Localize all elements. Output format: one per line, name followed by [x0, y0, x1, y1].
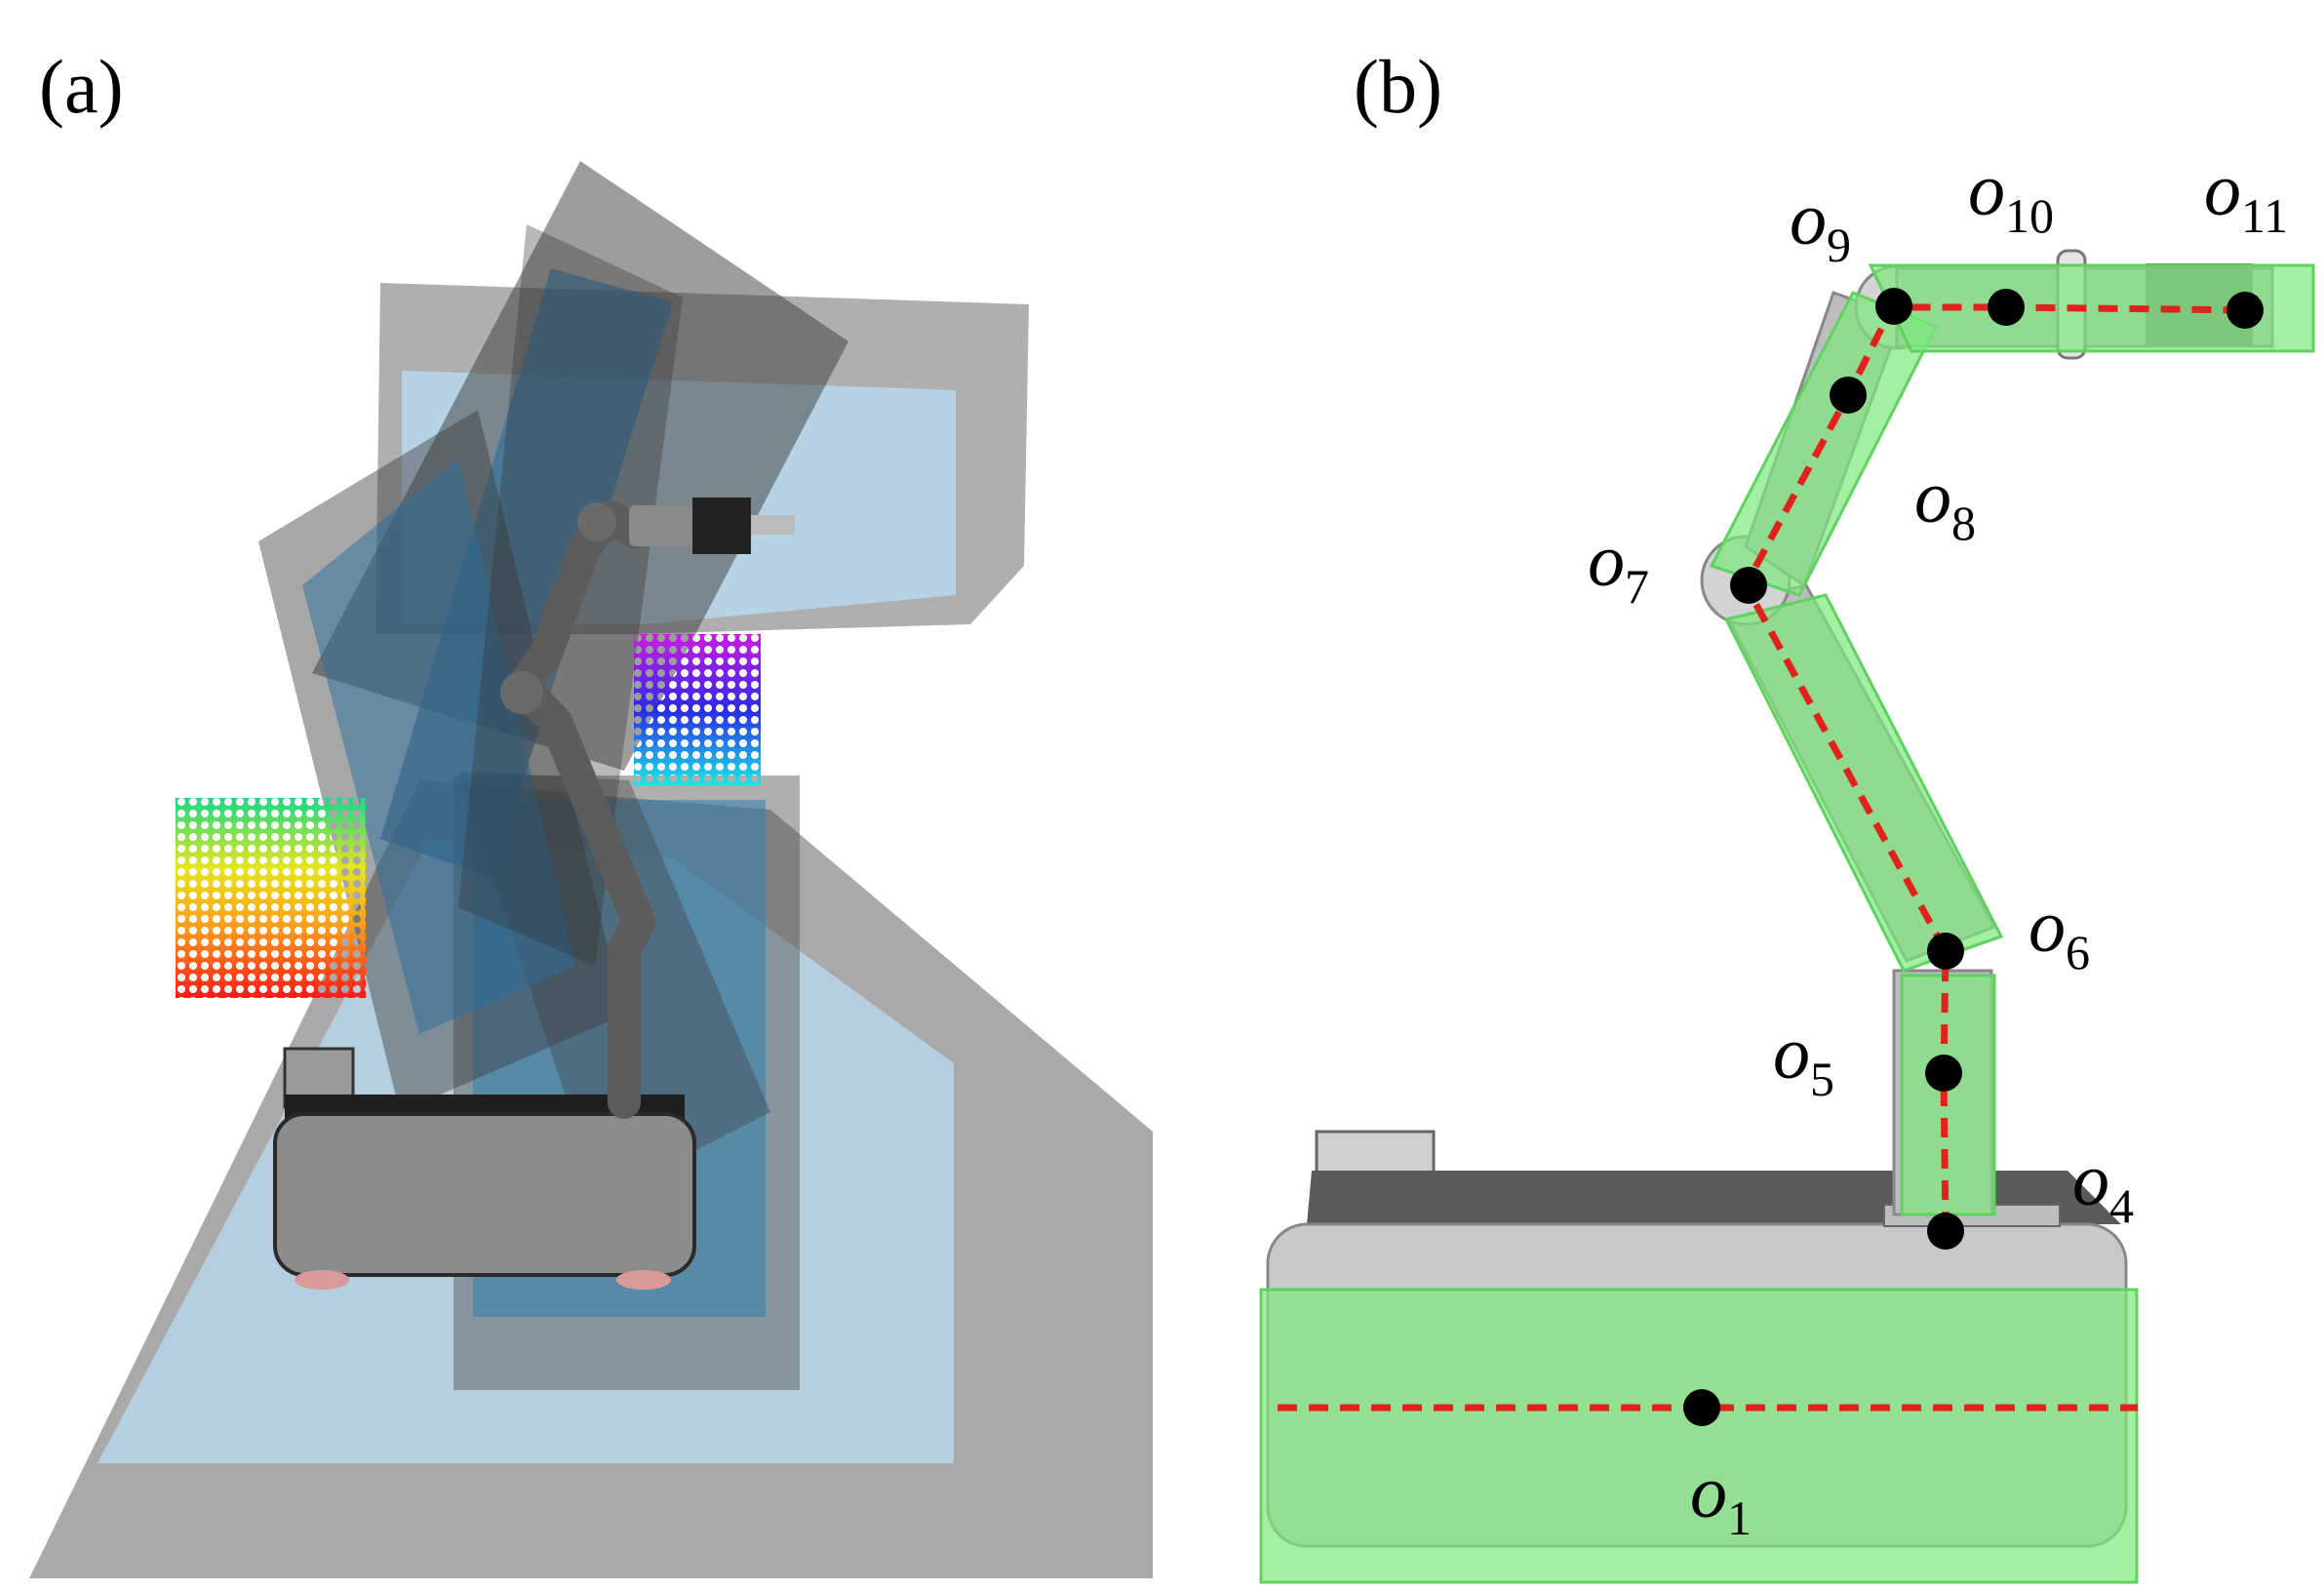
label-o5: o5 — [1773, 1013, 1834, 1106]
bounding-box-link-4-5 — [1900, 974, 1996, 1216]
label-o11: o11 — [2204, 149, 2288, 243]
bounding-box-base — [1259, 1288, 2139, 1584]
point-o10 — [1988, 289, 2025, 326]
label-o4: o4 — [2072, 1139, 2134, 1233]
label-o10: o10 — [1968, 149, 2054, 243]
center-points — [1683, 288, 2264, 1426]
point-o9 — [1875, 288, 1912, 325]
pointcloud-cube-left — [176, 798, 366, 998]
label-o7: o7 — [1588, 520, 1649, 614]
pointcloud-cube-right — [634, 634, 761, 785]
panel-a-scene — [29, 161, 1153, 1578]
frame-labels: o1 o4 o5 o6 o7 o8 o9 o10 o11 — [1588, 149, 2288, 1545]
point-o5 — [1925, 1055, 1962, 1092]
panel-b-scene: o1 o4 o5 o6 o7 o8 o9 o10 o11 — [1259, 149, 2315, 1584]
point-o11 — [2226, 292, 2264, 329]
obstacle-blue-tilted-left — [302, 458, 575, 1034]
bounding-box-link-6-7 — [1723, 593, 2004, 973]
robot-arm-a — [500, 498, 795, 1119]
bounding-boxes — [1259, 263, 2315, 1584]
point-o1 — [1683, 1389, 1720, 1426]
panel-a-label: (a) — [39, 44, 124, 129]
label-o6: o6 — [2029, 886, 2090, 979]
point-o4 — [1927, 1213, 1964, 1250]
point-o8 — [1830, 377, 1867, 414]
point-o7 — [1730, 567, 1767, 604]
label-o1: o1 — [1690, 1452, 1752, 1545]
point-o6 — [1927, 933, 1964, 970]
panel-b-label: (b) — [1354, 44, 1442, 129]
label-o9: o9 — [1790, 179, 1851, 272]
label-o8: o8 — [1914, 457, 1976, 550]
robot-base-a — [273, 1047, 696, 1290]
